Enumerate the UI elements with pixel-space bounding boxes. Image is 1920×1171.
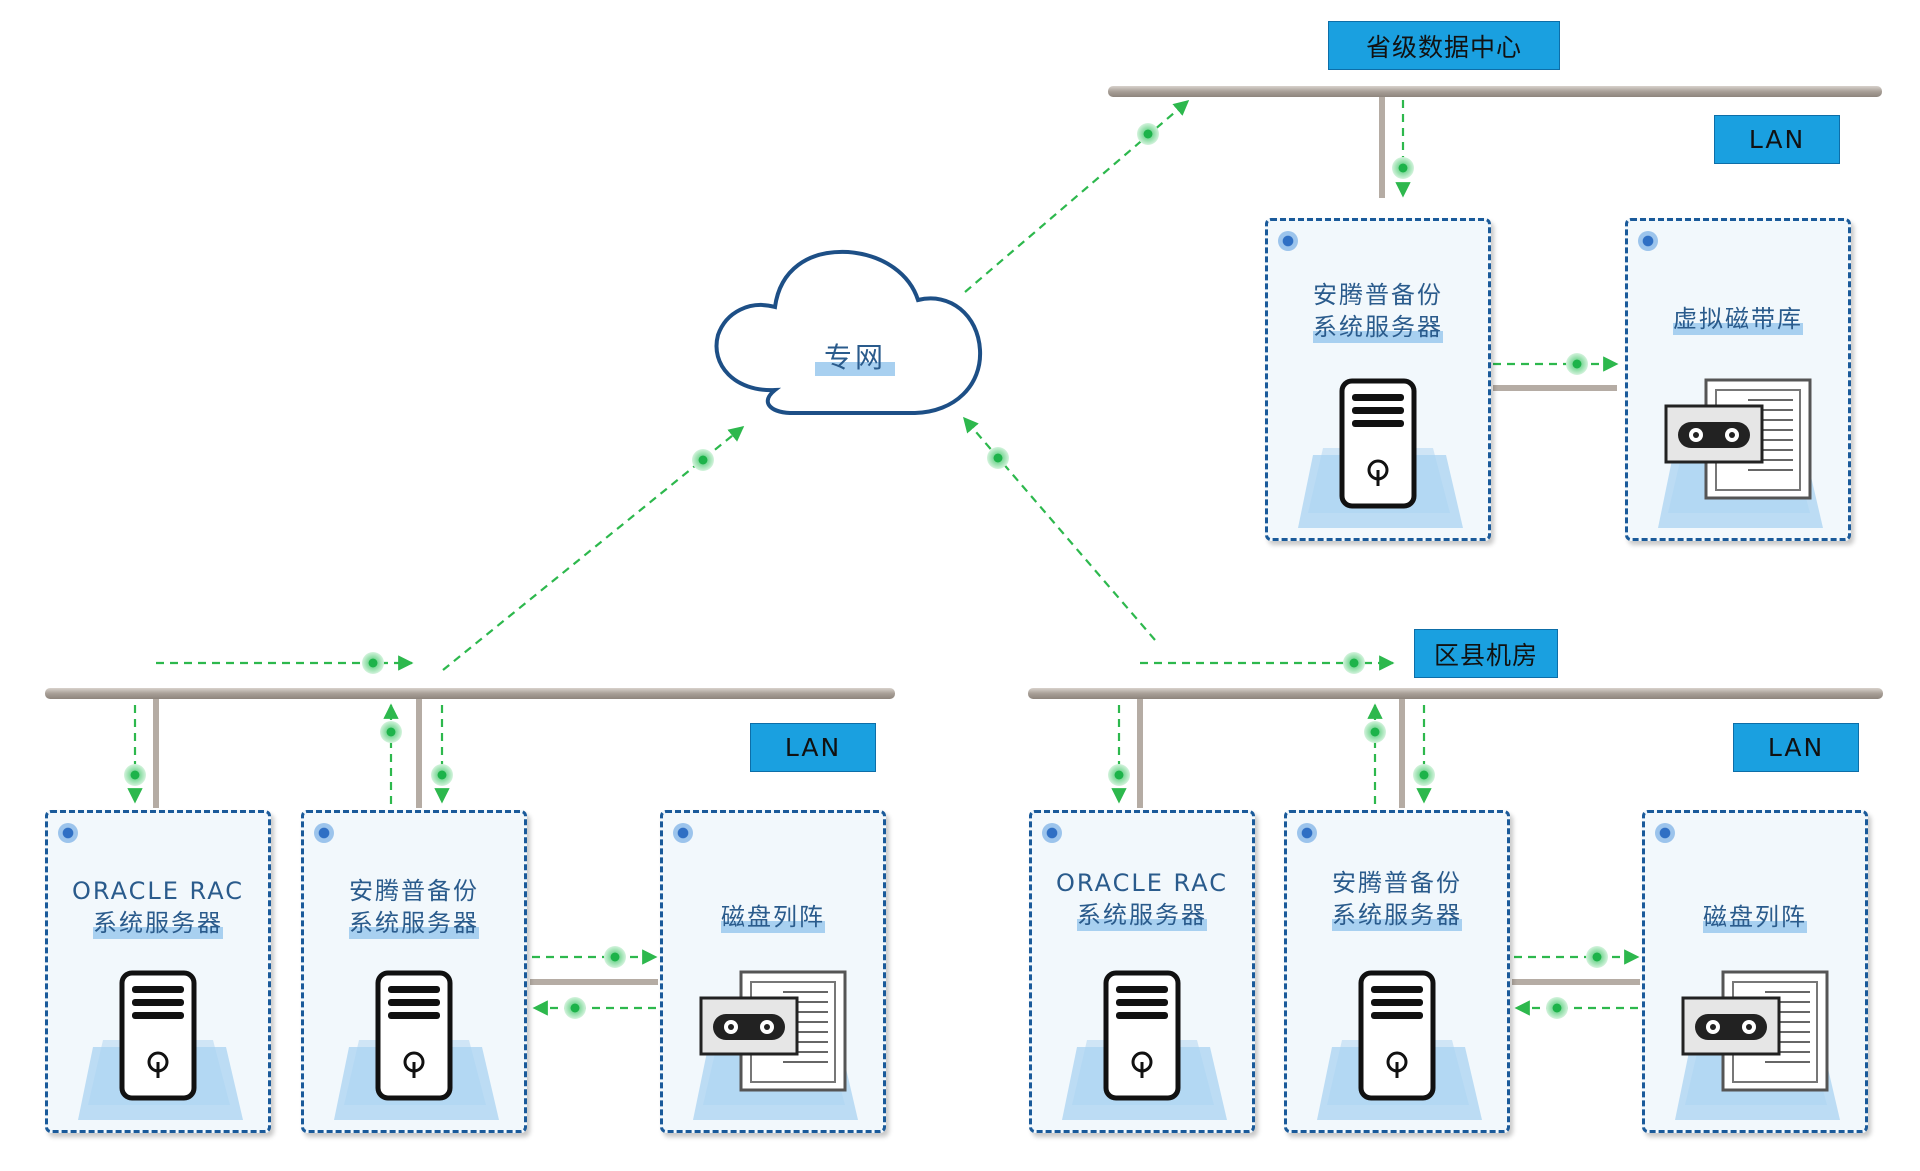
flow-node-icon — [1343, 652, 1365, 674]
status-dot-icon — [58, 823, 78, 843]
cloud-label: 专网 — [815, 336, 895, 376]
province-backup-server[interactable]: 安腾普备份 系统服务器 — [1265, 218, 1491, 541]
flow-node-icon — [1566, 353, 1588, 375]
card-title: 安腾普备份 系统服务器 — [304, 875, 524, 939]
card-title: ORACLE RAC 系统服务器 — [48, 875, 268, 939]
status-dot-icon — [314, 823, 334, 843]
flow-node-icon — [692, 449, 714, 471]
flow-node-icon — [380, 721, 402, 743]
right-disk-array[interactable]: 磁盘列阵 — [1642, 810, 1868, 1133]
card-title: 磁盘列阵 — [663, 901, 883, 933]
card-title: 安腾普备份 系统服务器 — [1287, 867, 1507, 931]
flow-node-icon — [1392, 157, 1414, 179]
card-title-line1: 安腾普备份 — [1313, 281, 1443, 309]
card-title-line2: 系统服务器 — [349, 907, 479, 939]
server-tower-icon — [1317, 970, 1482, 1120]
left-backup-server[interactable]: 安腾普备份 系统服务器 — [301, 810, 527, 1133]
server-tower-icon — [78, 970, 243, 1120]
card-title-line1: 磁盘列阵 — [1703, 901, 1807, 933]
flow-node-icon — [604, 946, 626, 968]
card-title-line1: ORACLE RAC — [1056, 869, 1228, 897]
disk-array-icon — [1675, 970, 1840, 1120]
left-lan-label: LAN — [750, 723, 876, 772]
right-oracle-server[interactable]: ORACLE RAC 系统服务器 — [1029, 810, 1255, 1133]
left-lan-bus — [45, 688, 895, 699]
right-lan-label: LAN — [1733, 723, 1859, 772]
flow-node-icon — [1364, 721, 1386, 743]
flow-node-icon — [987, 447, 1009, 469]
card-title: 安腾普备份 系统服务器 — [1268, 279, 1488, 343]
server-tower-icon — [1298, 378, 1463, 528]
status-dot-icon — [1638, 231, 1658, 251]
server-tower-icon — [1062, 970, 1227, 1120]
county-room-label: 区县机房 — [1414, 629, 1558, 678]
flow-node-icon — [1137, 123, 1159, 145]
cloud-icon — [714, 249, 983, 415]
status-dot-icon — [1655, 823, 1675, 843]
status-dot-icon — [1297, 823, 1317, 843]
server-tower-icon — [334, 970, 499, 1120]
tape-library-icon — [1658, 378, 1823, 528]
card-title-line2: 系统服务器 — [93, 907, 223, 939]
disk-array-icon — [693, 970, 858, 1120]
card-title-line2: 系统服务器 — [1077, 899, 1207, 931]
province-lan-label: LAN — [1714, 115, 1840, 164]
flow-node-icon — [1108, 764, 1130, 786]
card-title: ORACLE RAC 系统服务器 — [1032, 867, 1252, 931]
card-title-line1: 安腾普备份 — [1332, 869, 1462, 897]
card-title: 虚拟磁带库 — [1628, 303, 1848, 335]
card-title-line2: 系统服务器 — [1313, 311, 1443, 343]
province-tape-library[interactable]: 虚拟磁带库 — [1625, 218, 1851, 541]
flow-node-icon — [1586, 946, 1608, 968]
card-title-line1: 虚拟磁带库 — [1673, 303, 1803, 335]
flow-node-icon — [431, 764, 453, 786]
right-backup-server[interactable]: 安腾普备份 系统服务器 — [1284, 810, 1510, 1133]
flow-node-icon — [124, 764, 146, 786]
card-title-line1: ORACLE RAC — [72, 877, 244, 905]
left-oracle-server[interactable]: ORACLE RAC 系统服务器 — [45, 810, 271, 1133]
flow-node-icon — [1413, 764, 1435, 786]
card-title: 磁盘列阵 — [1645, 901, 1865, 933]
status-dot-icon — [1278, 231, 1298, 251]
province-center-label: 省级数据中心 — [1328, 21, 1560, 70]
left-disk-array[interactable]: 磁盘列阵 — [660, 810, 886, 1133]
flow-node-icon — [1546, 997, 1568, 1019]
flow-node-icon — [564, 997, 586, 1019]
flow-node-icon — [362, 652, 384, 674]
status-dot-icon — [673, 823, 693, 843]
card-title-line1: 安腾普备份 — [349, 877, 479, 905]
right-lan-bus — [1028, 688, 1883, 699]
card-title-line2: 系统服务器 — [1332, 899, 1462, 931]
status-dot-icon — [1042, 823, 1062, 843]
card-title-line1: 磁盘列阵 — [721, 901, 825, 933]
province-lan-bus — [1108, 86, 1882, 97]
